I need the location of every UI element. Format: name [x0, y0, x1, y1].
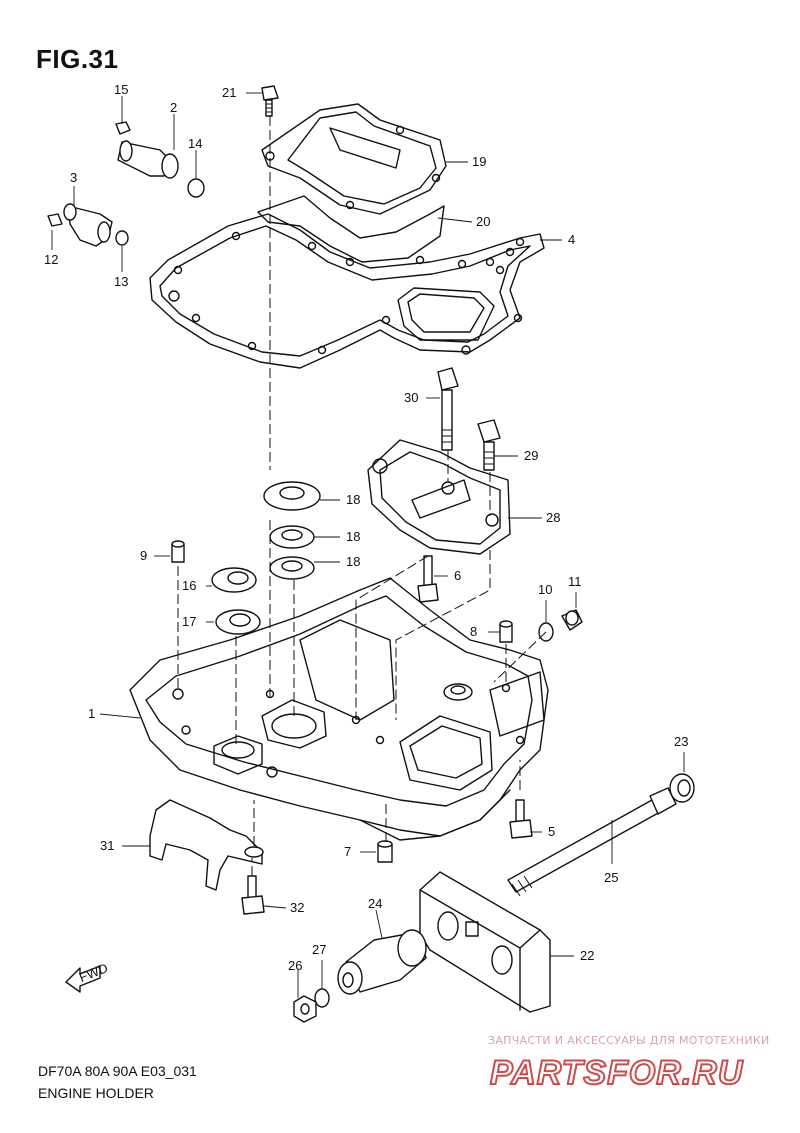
callout-29: 28 — [546, 510, 560, 525]
part-31-bolt — [437, 367, 459, 451]
part-21-gasket — [257, 195, 445, 263]
part-4-large-gasket — [149, 213, 545, 369]
part-11-plug — [561, 609, 583, 631]
callout-16: 16 — [182, 578, 196, 593]
callout-18-lower: 18 — [346, 554, 360, 569]
callout-1: 1 — [88, 706, 95, 721]
callout-2: 2 — [170, 100, 177, 115]
callout-13: 13 — [114, 274, 128, 289]
callout-31: 30 — [404, 390, 418, 405]
callout-11: 11 — [568, 574, 582, 589]
callout-23: 22 — [580, 948, 594, 963]
callout-26: 25 — [604, 870, 618, 885]
callout-21: 20 — [476, 214, 490, 229]
callout-4: 4 — [568, 232, 575, 247]
callout-3: 3 — [70, 170, 77, 185]
part-7-dowel — [377, 840, 393, 863]
callout-19: 18 — [346, 492, 360, 507]
callout-33: 32 — [290, 900, 304, 915]
callout-27: 26 — [288, 958, 302, 973]
callout-22: 21 — [222, 85, 236, 100]
part-5-bolt — [509, 799, 533, 839]
part-8-dowel — [499, 620, 513, 643]
part-6-bolt — [417, 555, 439, 603]
callout-8: 8 — [470, 624, 477, 639]
part-14-o-ring — [187, 178, 205, 198]
part-23-mount — [419, 871, 551, 1013]
part-10-washer — [538, 622, 554, 642]
part-9-dowel — [171, 540, 185, 563]
callout-17: 17 — [182, 614, 196, 629]
part-12-screw — [47, 213, 63, 227]
part-29-bracket — [367, 439, 511, 555]
part-2-sensor — [117, 140, 179, 179]
callout-24: 23 — [674, 734, 688, 749]
callout-28: 27 — [312, 942, 326, 957]
callout-9: 9 — [140, 548, 147, 563]
callout-30: 29 — [524, 448, 538, 463]
part-13-o-ring — [115, 230, 129, 246]
figure-title: FIG.31 — [36, 44, 119, 74]
part-27-nut — [293, 995, 317, 1023]
part-26-through-bolt — [507, 787, 677, 897]
part-18-seal-a — [269, 525, 315, 549]
callout-10: 10 — [538, 582, 552, 597]
part-18-seal-b — [269, 556, 315, 580]
figure-code: DF70A 80A 90A E03_031 — [38, 1063, 197, 1079]
leader-lines — [51, 92, 685, 998]
part-24-cap — [669, 773, 695, 803]
part-25-bushing — [337, 929, 427, 995]
part-20-cover-plate — [261, 103, 447, 215]
fwd-arrow-icon: FWD — [65, 960, 110, 993]
part-1-engine-holder — [129, 577, 549, 841]
alignment-lines — [177, 116, 547, 876]
part-32-bracket — [149, 799, 264, 891]
part-28-washer — [314, 988, 330, 1008]
callout-labels: 15 2 14 3 12 13 21 19 20 4 30 29 18 28 1… — [44, 82, 688, 973]
part-22-bolt — [261, 85, 279, 117]
part-15-screw — [115, 121, 131, 135]
callout-25: 24 — [368, 896, 382, 911]
part-33-bolt — [241, 875, 265, 915]
part-19-seal — [263, 481, 321, 511]
part-3-sensor — [63, 203, 113, 247]
figure-caption: ENGINE HOLDER — [38, 1085, 154, 1101]
part-17-bearing — [215, 609, 261, 635]
part-30-bolt — [477, 419, 501, 471]
part-16-bearing — [211, 567, 257, 593]
callout-15: 15 — [114, 82, 128, 97]
watermark-logo: PARTSFOR.RU — [489, 1053, 744, 1093]
callout-14: 14 — [188, 136, 202, 151]
callout-12: 12 — [44, 252, 58, 267]
callout-18-upper: 18 — [346, 529, 360, 544]
callout-32: 31 — [100, 838, 114, 853]
callout-7: 7 — [344, 844, 351, 859]
callout-6: 6 — [454, 568, 461, 583]
callout-20: 19 — [472, 154, 486, 169]
callout-5: 5 — [548, 824, 555, 839]
watermark-logo-text: PARTSFOR.RU — [490, 1054, 744, 1092]
watermark-tagline: ЗАПЧАСТИ И АКСЕССУАРЫ ДЛЯ МОТОТЕХНИКИ — [488, 1034, 770, 1047]
